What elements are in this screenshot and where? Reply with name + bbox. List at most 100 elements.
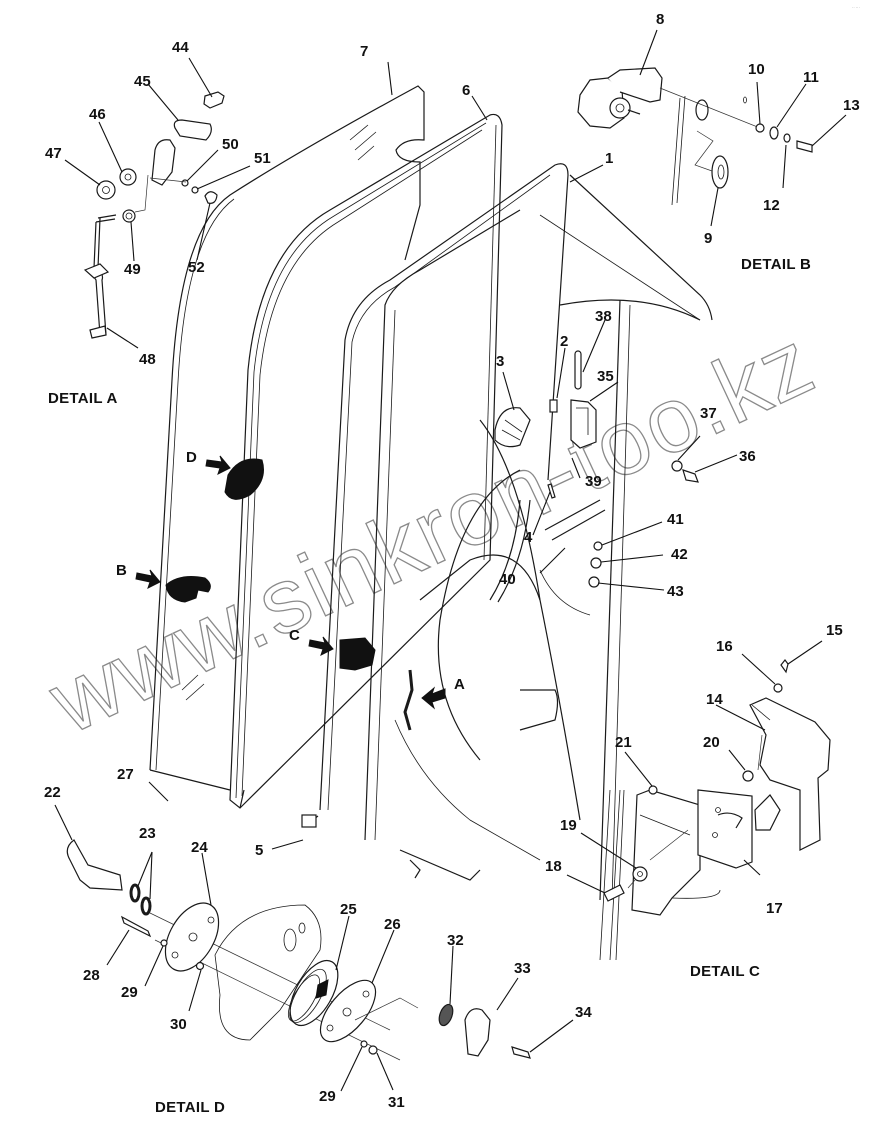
detail-a-callouts: 44 45 46 47 48 49 50 51 52 DETAIL A <box>45 39 271 407</box>
callout-39: 39 <box>585 473 602 490</box>
part-5-shape <box>301 814 317 828</box>
callout-12: 12 <box>763 197 780 214</box>
part-24-shape <box>164 902 220 972</box>
detail-c-callouts: 14 15 16 17 18 19 20 21 DETAIL C <box>545 622 843 980</box>
detail-c-leaders <box>566 640 823 894</box>
callout-44: 44 <box>172 39 189 56</box>
view-arrow-c: C <box>289 627 376 671</box>
part-18-shape <box>603 884 625 902</box>
callout-25: 25 <box>340 901 357 918</box>
detail-b-title: DETAIL B <box>741 256 811 273</box>
part-3 <box>494 407 531 448</box>
main-callouts: 1 2 3 4 5 6 7 35 36 37 38 39 40 41 42 43 <box>255 43 756 859</box>
part-17-plate <box>697 789 753 869</box>
svg-text:B: B <box>116 562 127 579</box>
part-28-shape <box>120 915 152 938</box>
callout-33: 33 <box>514 960 531 977</box>
view-b-location <box>165 576 211 603</box>
callout-50: 50 <box>222 136 239 153</box>
callout-29a: 29 <box>121 984 138 1001</box>
callout-43: 43 <box>667 583 684 600</box>
callout-27: 27 <box>117 766 134 783</box>
view-arrow-b: B <box>116 562 211 603</box>
callout-5: 5 <box>255 842 263 859</box>
callout-26: 26 <box>384 916 401 933</box>
part-48-tip <box>89 325 107 339</box>
detail-a-leaders <box>64 57 251 349</box>
callout-3: 3 <box>496 353 504 370</box>
callout-51: 51 <box>254 150 271 167</box>
callout-30: 30 <box>170 1016 187 1033</box>
callout-17: 17 <box>766 900 783 917</box>
callout-16: 16 <box>716 638 733 655</box>
detail-b-callouts: 8 9 10 11 12 13 DETAIL B <box>656 11 860 273</box>
callout-6: 6 <box>462 82 470 99</box>
callout-7: 7 <box>360 43 368 60</box>
cable <box>489 499 531 603</box>
door-panel-outline <box>214 904 322 1041</box>
callout-46: 46 <box>89 106 106 123</box>
callout-31: 31 <box>388 1094 405 1111</box>
callout-41: 41 <box>667 511 684 528</box>
callout-8: 8 <box>656 11 664 28</box>
callout-28: 28 <box>83 967 100 984</box>
callout-19: 19 <box>560 817 577 834</box>
callout-34: 34 <box>575 1004 592 1021</box>
callout-14: 14 <box>706 691 723 708</box>
corner-mark: ·· ··· <box>852 5 860 10</box>
part-45-shape <box>173 119 212 141</box>
callout-9: 9 <box>704 230 712 247</box>
part-41-shape <box>593 541 603 551</box>
part-33-shape <box>464 1008 491 1057</box>
callout-21: 21 <box>615 734 632 751</box>
callout-1: 1 <box>605 150 613 167</box>
part-40-rod <box>544 499 606 541</box>
view-c-location <box>339 637 376 671</box>
detail-d <box>66 839 531 1061</box>
detail-a-title: DETAIL A <box>48 390 118 407</box>
callout-20: 20 <box>703 734 720 751</box>
part-42-shape <box>590 557 602 569</box>
part-38-shape <box>574 350 582 390</box>
callout-4: 4 <box>524 529 533 546</box>
svg-text:C: C <box>289 627 300 644</box>
callout-37: 37 <box>700 405 717 422</box>
detail-a <box>83 91 225 339</box>
part-8-body <box>577 77 625 129</box>
part-49-shape <box>122 209 136 223</box>
callout-42: 42 <box>671 546 688 563</box>
detail-d-callouts: 22 23 24 25 26 27 28 29 29 30 31 32 33 3… <box>44 766 592 1116</box>
watermark: www.sinkron-too.kz <box>34 310 830 754</box>
view-d-location <box>224 458 264 500</box>
part-43-shape <box>588 576 600 588</box>
callout-29b: 29 <box>319 1088 336 1105</box>
part-34-shape <box>511 1046 531 1059</box>
callout-48: 48 <box>139 351 156 368</box>
callout-49: 49 <box>124 261 141 278</box>
callout-11: 11 <box>803 69 819 86</box>
part-2-shape <box>549 399 558 413</box>
seal-6 <box>229 113 503 809</box>
part-9-shape <box>711 155 729 189</box>
callout-13: 13 <box>843 97 860 114</box>
detail-b-leaders <box>639 29 847 227</box>
callout-24: 24 <box>191 839 208 856</box>
watermark-text: www.sinkron-too.kz <box>34 311 829 754</box>
callout-15: 15 <box>826 622 843 639</box>
callout-18: 18 <box>545 858 562 875</box>
part-36-shape <box>682 469 699 483</box>
callout-35: 35 <box>597 368 614 385</box>
view-arrow-a: A <box>403 669 465 731</box>
detail-d-leaders <box>54 781 574 1092</box>
callout-38: 38 <box>595 308 612 325</box>
part-35 <box>570 399 597 449</box>
detail-b <box>577 67 813 206</box>
callout-45: 45 <box>134 73 151 90</box>
detail-c <box>599 659 831 961</box>
part-44-shape <box>203 91 225 109</box>
callout-36: 36 <box>739 448 756 465</box>
callout-40: 40 <box>499 571 516 588</box>
callout-52: 52 <box>188 259 205 276</box>
svg-text:D: D <box>186 449 197 466</box>
